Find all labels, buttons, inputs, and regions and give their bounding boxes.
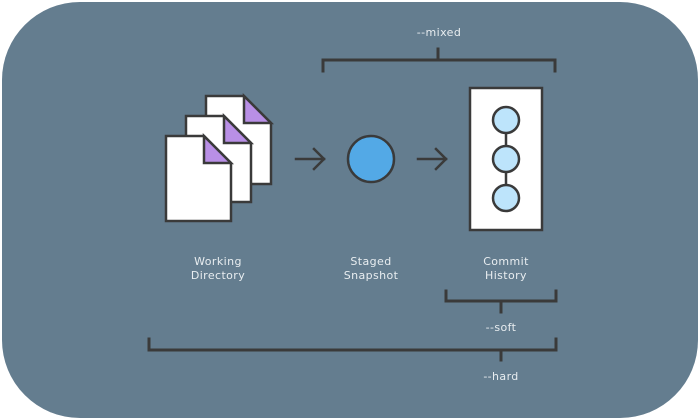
mixed-label: --mixed xyxy=(417,26,461,39)
svg-text:History: History xyxy=(485,269,527,282)
commit-history-label: Commit History xyxy=(483,255,529,282)
working-directory-label: Working Directory xyxy=(191,255,245,282)
svg-text:Snapshot: Snapshot xyxy=(344,269,399,282)
commit-dot xyxy=(491,144,521,174)
soft-label: --soft xyxy=(486,321,517,334)
staged-snapshot-label: Staged Snapshot xyxy=(344,255,399,282)
staged-circle-icon xyxy=(346,134,396,184)
svg-text:Staged: Staged xyxy=(350,255,391,268)
svg-text:Working: Working xyxy=(194,255,242,268)
svg-text:Commit: Commit xyxy=(483,255,529,268)
commit-chain-icon xyxy=(468,86,544,232)
hard-label: --hard xyxy=(483,370,518,383)
soft-bracket xyxy=(444,289,558,314)
arrow-right-icon xyxy=(416,147,448,171)
arrow-right-icon xyxy=(294,147,326,171)
commit-dot xyxy=(491,105,521,135)
svg-text:Directory: Directory xyxy=(191,269,245,282)
document-front-icon xyxy=(164,132,235,223)
mixed-bracket xyxy=(321,47,557,73)
commit-dot xyxy=(491,183,521,213)
hard-bracket xyxy=(147,337,558,362)
documents-stack-icon xyxy=(164,92,275,223)
